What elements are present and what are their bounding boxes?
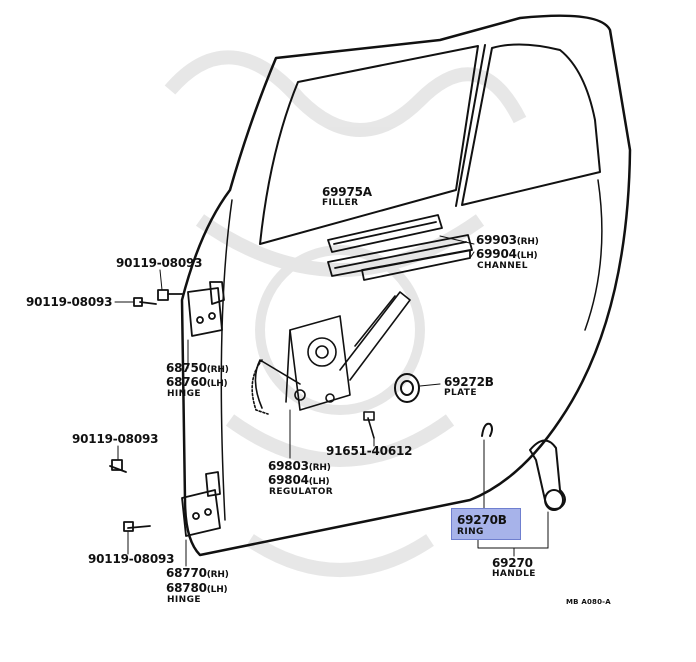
- label-bolt-lower-2: 90119-08093: [88, 552, 175, 566]
- label-channel-lh: 69904(LH): [476, 247, 538, 261]
- label-hinge-upper-name: HINGE: [167, 389, 201, 399]
- label-ring-part: 69270B: [457, 513, 507, 527]
- ring-clip: [481, 422, 493, 437]
- label-filler-name: FILLER: [322, 198, 359, 208]
- label-bolt-upper-2: 90119-08093: [26, 295, 113, 309]
- ring-highlight: [451, 508, 521, 540]
- label-hinge-upper-lh: 68760(LH): [166, 375, 228, 389]
- label-handle-name: HANDLE: [492, 569, 536, 579]
- door-handle: [529, 439, 566, 511]
- label-screw-part: 91651-40612: [326, 444, 413, 458]
- label-hinge-lower-lh: 68780(LH): [166, 581, 228, 595]
- label-hinge-lower-name: HINGE: [167, 595, 201, 605]
- label-channel-name: CHANNEL: [477, 261, 528, 271]
- label-handle-part: 69270: [492, 556, 533, 570]
- filler-strip: [327, 214, 443, 253]
- label-bolt-lower-1: 90119-08093: [72, 432, 159, 446]
- door-outline: [180, 14, 632, 557]
- window-regulator: [251, 291, 411, 415]
- label-regulator-rh: 69803(RH): [268, 459, 331, 473]
- label-plate-part: 69272B: [444, 375, 494, 389]
- lower-hinge: [109, 459, 221, 537]
- label-hinge-upper-rh: 68750(RH): [166, 361, 229, 375]
- screw: [363, 411, 375, 439]
- upper-hinge: [133, 281, 225, 337]
- label-regulator-name: REGULATOR: [269, 487, 334, 497]
- diagram-code: MB A080-A: [566, 598, 611, 606]
- label-ring-name: RING: [457, 527, 484, 537]
- label-plate-name: PLATE: [444, 388, 477, 398]
- label-channel-rh: 69903(RH): [476, 233, 539, 247]
- leader-lines: [114, 235, 549, 567]
- plate-grommet: [394, 373, 441, 403]
- label-filler-part: 69975A: [322, 185, 372, 199]
- label-bolt-upper-1: 90119-08093: [116, 256, 203, 270]
- label-hinge-lower-rh: 68770(RH): [166, 566, 229, 580]
- label-regulator-lh: 69804(LH): [268, 473, 330, 487]
